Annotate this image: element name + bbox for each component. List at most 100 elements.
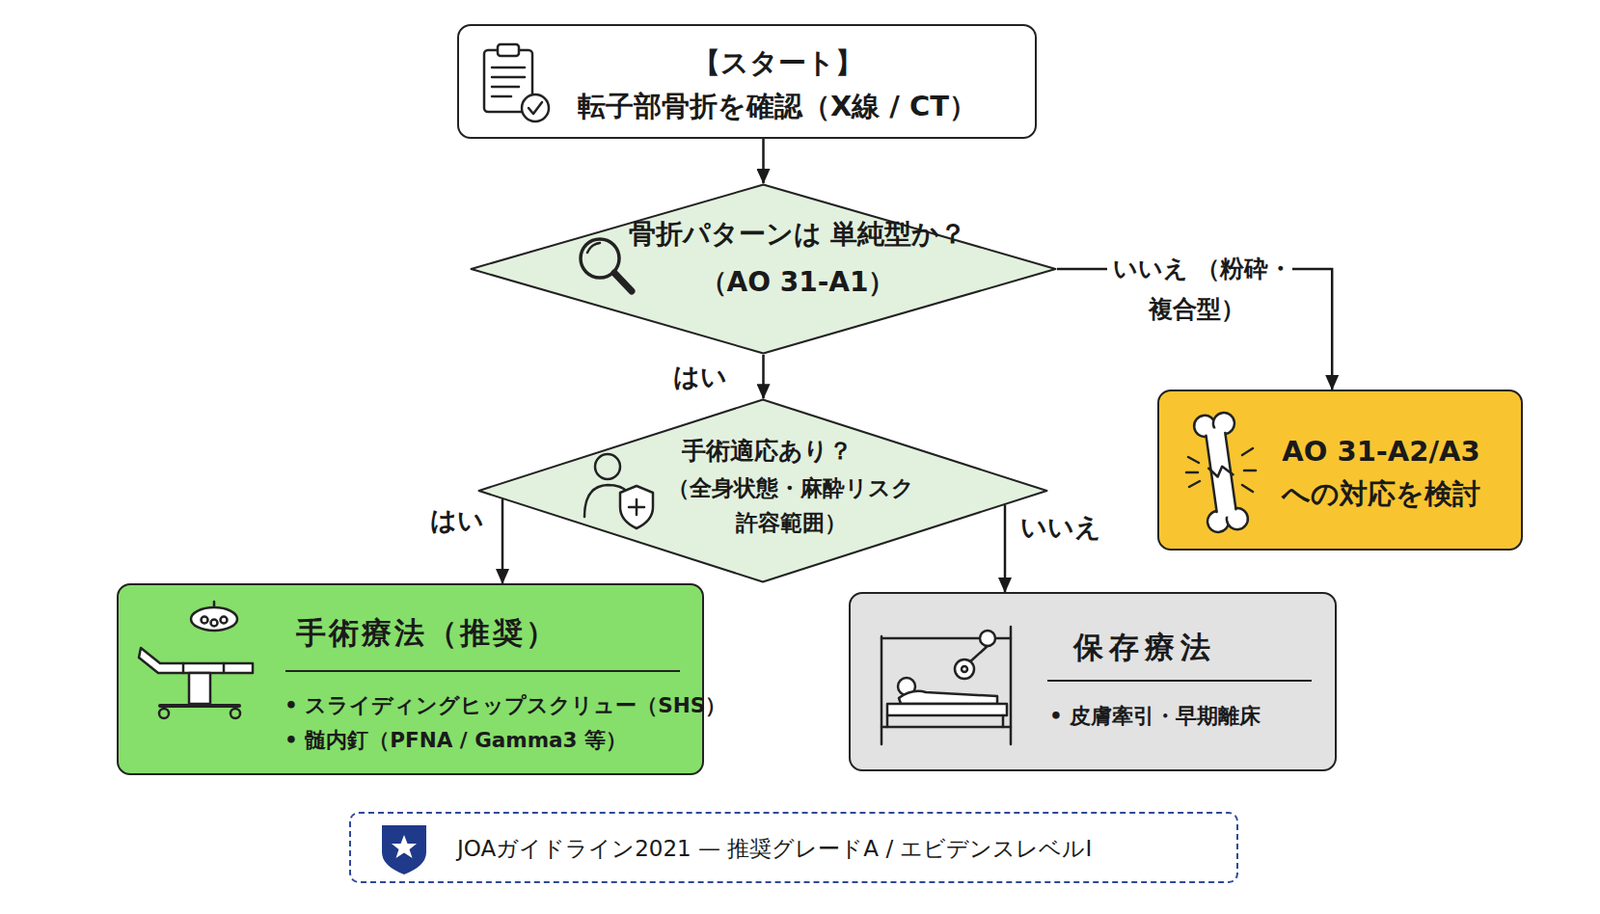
treatment-box: 手術療法（推奨）• スライディングヒップスクリュー（SHS）• 髄内釘（PFNA… [116,583,705,776]
bed-leg [1002,715,1005,728]
edge-label: いいえ （粉砕・複合型） [1107,254,1294,324]
treatment-heading: 保存療法 [1073,625,1217,669]
table-joint [222,663,226,674]
bed-post [880,636,884,745]
person-body [584,485,629,517]
person-head [595,454,621,480]
bone-knob [1193,413,1218,438]
shield-outline [620,486,653,529]
bone-shaft-edge [1206,435,1218,513]
patient-head [897,677,916,696]
shield-badge [381,825,427,875]
table-wheel [159,708,169,719]
magnifier-icon [580,239,632,292]
decision-condition: （全身状態・麻酔リスク 許容範囲） [636,470,946,541]
flow-arrow [1057,269,1332,390]
bed-post [1009,626,1013,745]
shield-plus [635,499,639,516]
flow-arrow [501,498,505,584]
treatment-item: • 髄内釘（PFNA / Gamma3 等） [284,724,627,758]
impact-line [1186,471,1198,475]
impact-line [1242,485,1253,492]
impact-line [1188,457,1199,463]
bone-knob [1206,509,1231,534]
impact-line [1189,481,1200,488]
shield-plus [628,506,645,510]
lamp-bulb [201,617,209,624]
bone-shape [1193,411,1250,535]
bone-knob [1224,507,1249,532]
treatment-box: 保存療法 • 皮膚牽引・早期離床 [848,592,1337,772]
surgery-table-icon [138,601,253,719]
clipboard-line [491,95,512,99]
check-mark [528,102,543,114]
edge-label-holder: はい [667,358,733,396]
bone-shaft-edge [1224,433,1236,510]
patient-shield-icon [584,454,653,529]
flow-arrow [761,138,765,184]
edge-label: はい [424,505,490,536]
traction-weight-hub [961,666,968,673]
traction-bed-icon [881,626,1011,745]
lamp-bulb [211,620,218,627]
table-pedestal [189,673,211,705]
pulley [979,630,996,647]
impact-line [1242,448,1253,456]
broken-bone-icon [1186,411,1256,535]
traction-bar [881,637,1011,641]
flow-arrow [1003,505,1007,593]
edge-label: はい [667,361,733,392]
treatment-item: • 皮膚牽引・早期離床 [1049,700,1261,733]
start-box: 【スタート】転子部骨折を確認（X線 / CT） [457,24,1037,139]
bone-shaft-fill [1205,427,1238,518]
shield-star [391,835,417,859]
start-heading: 【スタート】 [550,42,1004,83]
bone-knob [1212,411,1237,436]
magnifier-lens [580,239,620,278]
diamond-shape [479,400,1048,583]
edge-label: いいえ [1014,512,1108,543]
patient-body [898,691,998,705]
clipboard-line [491,76,525,80]
clipboard-line [491,85,519,89]
heading-rule [1047,679,1312,682]
heading-rule [285,670,680,673]
mattress [887,704,1007,716]
result-text: AO 31-A2/A3 への対応を検討 [1259,430,1503,516]
table-joint [182,663,186,674]
result-box: AO 31-A2/A3 への対応を検討 [1157,389,1523,551]
treatment-heading: 手術療法（推奨） [296,611,559,654]
magnifier-handle [614,272,632,292]
bone-crack [1208,464,1233,478]
decision-diamond: 手術適応あり？（全身状態・麻酔リスク 許容範囲） [477,398,1049,584]
guideline-note: JOAガイドライン2021 — 推奨グレードA / エビデンスレベルI [349,812,1239,884]
guideline-text: JOAガイドライン2021 — 推奨グレードA / エビデンスレベルI [457,832,1092,866]
lamp-stem [213,601,217,608]
treatment-item: • スライディングヒップスクリュー（SHS） [284,689,727,723]
clipboard-line [491,66,525,70]
edge-label-holder: いいえ [1014,509,1108,546]
flow-arrow [761,354,765,399]
traction-cord [968,646,988,664]
table-base [160,704,240,708]
edge-label-holder: はい [424,502,490,540]
lamp-head [190,607,238,631]
clipboard-board [484,50,533,112]
bed-leg [886,715,890,728]
impact-line [1244,469,1256,473]
traction-weight [954,659,975,679]
bed-rail [881,726,1011,730]
table-top [138,648,253,674]
diamond-shape [471,185,1057,354]
decision-text: 手術適応あり？ [622,434,912,468]
guideline-shield-icon [381,825,427,875]
start-text: 転子部骨折を確認（X線 / CT） [550,85,1004,127]
clipboard-icon [484,44,549,122]
table-wheel [230,708,241,719]
magnifier-glint [587,243,600,253]
decision-text: 骨折パターンは 単純型か？（AO 31-A1） [614,210,981,307]
lamp-bulb [220,617,228,624]
